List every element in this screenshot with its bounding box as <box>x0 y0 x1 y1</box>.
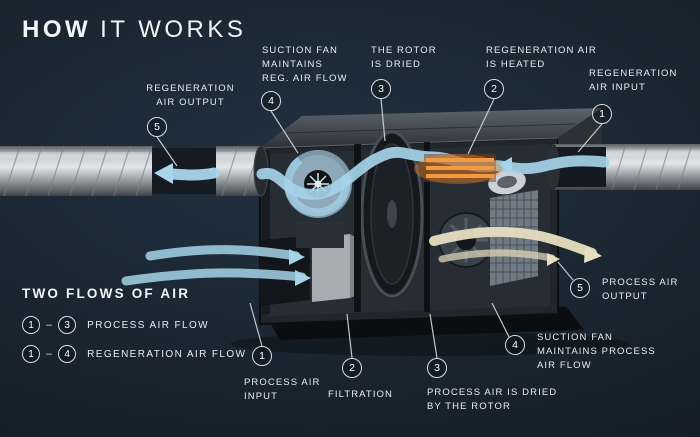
heater <box>414 154 502 184</box>
rotor-frame-left <box>354 144 361 312</box>
title-primary: HOW <box>22 16 92 43</box>
legend: TWO FLOWS OF AIR 1 – 3 PROCESS AIR FLOW … <box>22 286 246 374</box>
legend-range-dash: – <box>46 319 53 331</box>
callout-label-process-air-dried: PROCESS AIR IS DRIED BY THE ROTOR <box>427 387 558 412</box>
rotor-frame-right <box>424 142 430 312</box>
legend-range-dash-2: – <box>46 348 53 360</box>
callout-label-regeneration-air-heated: REGENERATION AIR IS HEATED <box>486 45 597 70</box>
callout-label-suction-fan-process: SUCTION FAN MAINTAINS PROCESS AIR FLOW <box>537 332 656 371</box>
legend-marker-1b: 1 <box>22 345 40 363</box>
heated-air-duct <box>488 169 526 195</box>
right-duct <box>546 143 700 191</box>
leader-lines <box>156 98 603 359</box>
callout-marker-4-suction-fan-process: 4 <box>505 335 525 355</box>
callout-marker-1-process-air-input: 1 <box>252 346 272 366</box>
callout-label-process-air-input: PROCESS AIR INPUT <box>244 377 321 402</box>
callout-marker-4-suction-fan-reg: 4 <box>261 91 281 111</box>
callout-label-process-air-output: PROCESS AIR OUTPUT <box>602 277 679 302</box>
legend-title: TWO FLOWS OF AIR <box>22 286 191 301</box>
regeneration-airflow-ribbon <box>154 146 610 217</box>
callout-marker-2-regeneration-air-heated: 2 <box>484 79 504 99</box>
callout-marker-1-regeneration-air-input: 1 <box>592 104 612 124</box>
legend-label-process-air-flow: PROCESS AIR FLOW <box>87 319 209 331</box>
callout-label-regeneration-air-output: REGENERATION AIR OUTPUT <box>146 83 235 108</box>
legend-marker-3: 3 <box>58 316 77 334</box>
legend-label-regeneration-air-flow: REGENERATION AIR FLOW <box>87 348 247 360</box>
legend-row-process-air-flow: 1 – 3 PROCESS AIR FLOW <box>22 316 246 334</box>
title-secondary: IT WORKS <box>100 16 247 43</box>
legend-row-regeneration-air-flow: 1 – 4 REGENERATION AIR FLOW <box>22 345 246 363</box>
process-airflow-ribbons <box>121 245 311 286</box>
page-title: HOW IT WORKS <box>22 16 246 44</box>
legend-marker-4: 4 <box>58 345 77 363</box>
dried-air-ribbon <box>429 226 602 266</box>
callout-label-filtration: FILTRATION <box>328 389 394 400</box>
callout-marker-3-rotor-is-dried: 3 <box>371 79 391 99</box>
legend-marker-1: 1 <box>22 316 40 334</box>
desiccant-rotor <box>360 130 424 298</box>
callout-label-regeneration-air-input: REGENERATION AIR INPUT <box>589 68 678 93</box>
callout-marker-3-process-air-dried: 3 <box>427 358 447 378</box>
callout-marker-2-filtration: 2 <box>342 358 362 378</box>
callout-label-suction-fan-reg: SUCTION FAN MAINTAINS REG. AIR FLOW <box>262 45 348 84</box>
callout-marker-5-regeneration-air-output: 5 <box>147 117 167 137</box>
left-duct <box>0 145 269 197</box>
callout-label-rotor-is-dried: THE ROTOR IS DRIED <box>371 45 437 70</box>
callout-marker-5-process-air-output: 5 <box>570 278 590 298</box>
